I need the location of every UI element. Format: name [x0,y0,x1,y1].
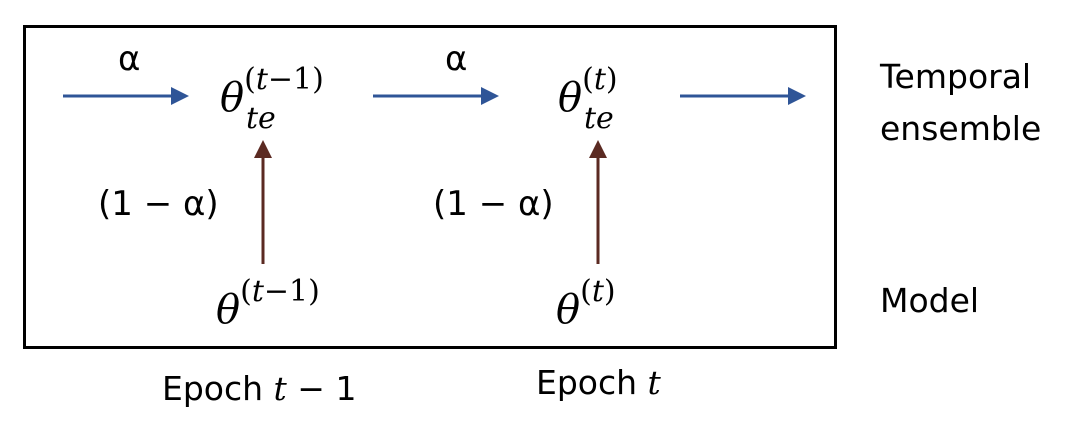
epoch-var: t [647,363,661,402]
sup-rest: −1 [263,274,309,309]
epoch-label-prev: Epoch t − 1 [162,372,356,405]
theta-symbol: θ [220,75,245,121]
one-minus-alpha-label-2: (1 − α) [433,184,554,224]
subscript-te: te [246,101,276,136]
diagram-frame [23,25,837,349]
epoch-word: Epoch [536,363,638,402]
epoch-var: t [273,369,287,408]
epoch-label-curr: Epoch t [536,366,661,399]
alpha-label-1: α [118,39,141,79]
epoch-rest: − 1 [286,369,357,408]
theta-symbol: θ [558,75,583,121]
sup-var: t [591,274,604,309]
sup-var: t [255,62,268,97]
theta-model-curr: θ(t) [556,274,616,333]
subscript-te: te [584,101,614,136]
alpha-label-2: α [445,39,468,79]
epoch-word: Epoch [162,369,264,408]
row-label-ensemble: ensemble [880,109,1042,148]
row-label-temporal: Temporal [880,57,1032,96]
theta-symbol: θ [216,287,241,333]
sup-var: t [251,274,264,309]
one-minus-alpha-label-1: (1 − α) [98,184,219,224]
theta-te-curr: θ(t) te [558,62,618,136]
sup-var: t [593,62,606,97]
sup-rest: −1 [267,62,313,97]
theta-te-prev: θ(t−1) te [220,62,324,136]
theta-symbol: θ [556,287,581,333]
theta-model-prev: θ(t−1) [216,274,320,333]
row-label-model: Model [880,281,980,320]
